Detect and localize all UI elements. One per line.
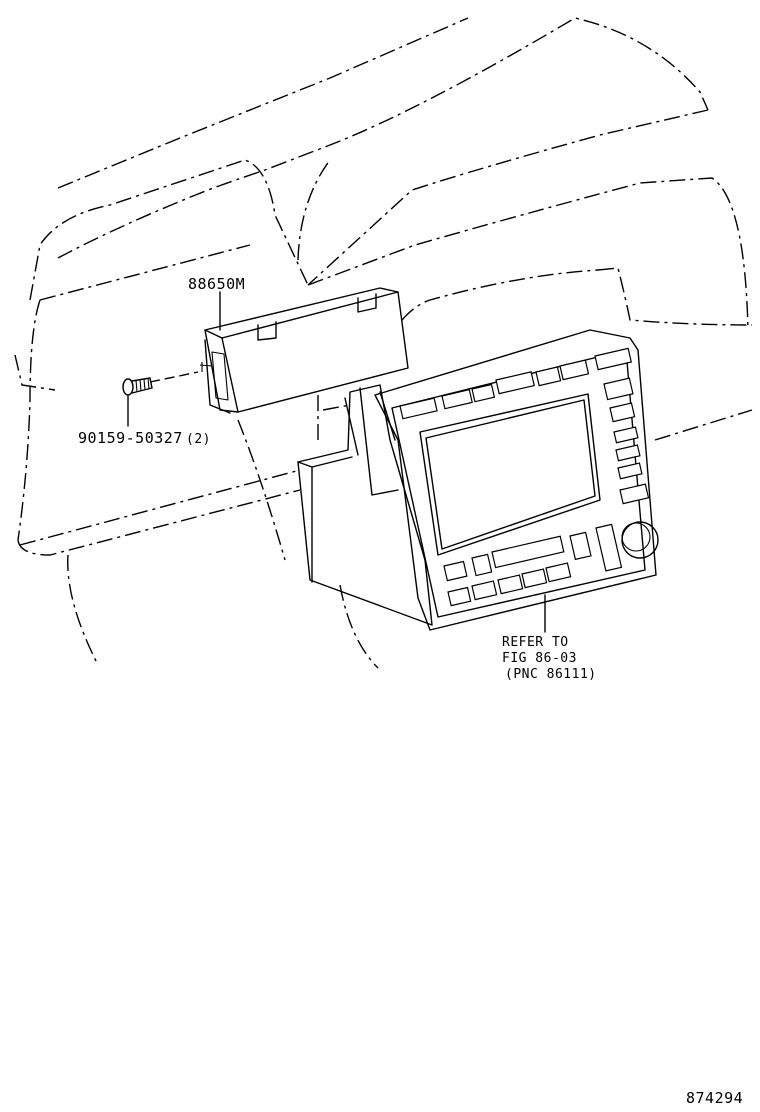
- screw-icon: [122, 377, 153, 427]
- dashboard-outline: [14, 17, 753, 669]
- screw-part-number: 90159-50327: [78, 429, 183, 447]
- refer-to-line-1: REFER TO: [502, 635, 569, 650]
- module-part-number: 88650M: [188, 275, 245, 293]
- screw-quantity: (2): [186, 432, 211, 447]
- refer-to-line-3: (PNC 86111): [505, 667, 597, 682]
- navigation-display-unit: [297, 329, 659, 631]
- rotary-knob-icon: [621, 521, 659, 559]
- screw-axis: [149, 371, 199, 383]
- refer-to-line-2: FIG 86-03: [502, 651, 577, 666]
- figure-number: 874294: [686, 1089, 743, 1107]
- control-module: [199, 287, 409, 414]
